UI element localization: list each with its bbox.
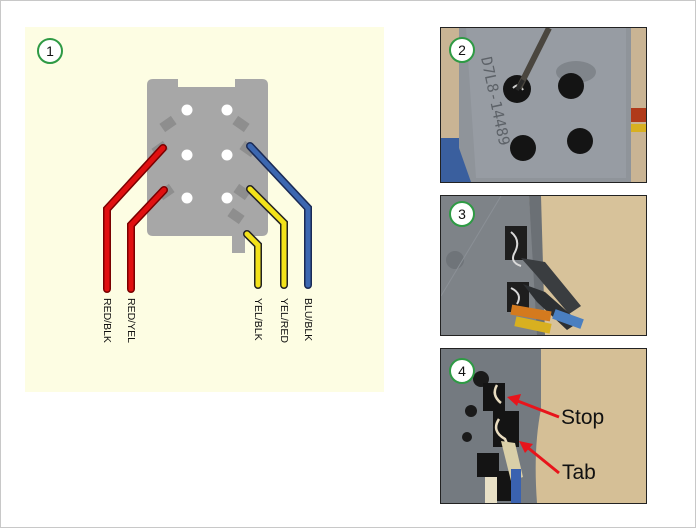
photo3-illustration — [441, 196, 646, 335]
photo4-illustration — [441, 349, 646, 503]
wire-label-red-blk: RED/BLK — [101, 298, 113, 343]
step-badge-4: 4 — [449, 358, 475, 384]
wire-red-yel — [128, 187, 167, 292]
photo-release-terminal-pick: D7L8-14489 — [440, 27, 647, 183]
wire-yel-blk — [244, 231, 261, 288]
photo2-illustration: D7L8-14489 — [441, 28, 646, 182]
wire-label-yel-red: YEL/RED — [278, 298, 290, 343]
step-badge-2: 2 — [449, 37, 475, 63]
step-badge-3: 3 — [449, 201, 475, 227]
wire-yel-red — [247, 186, 287, 288]
wire-label-yel-blk: YEL/BLK — [252, 298, 264, 341]
connector-housing — [147, 79, 268, 253]
photo-stop-and-tab-detail — [440, 348, 647, 504]
photo-remove-terminal-pliers — [440, 195, 647, 336]
connector-drawing — [103, 79, 312, 293]
callout-stop: Stop — [561, 406, 605, 429]
step-badge-1: 1 — [37, 38, 63, 64]
callout-tab: Tab — [562, 461, 596, 484]
pin-holes — [181, 104, 233, 204]
wire-red-blk — [104, 145, 166, 292]
connector-wiring-diagram — [25, 27, 384, 392]
callout-arrows — [507, 394, 560, 475]
wire-blu-blk — [247, 143, 311, 288]
wire-label-blu-blk: BLU/BLK — [302, 298, 314, 342]
wire-label-red-yel: RED/YEL — [125, 298, 137, 343]
